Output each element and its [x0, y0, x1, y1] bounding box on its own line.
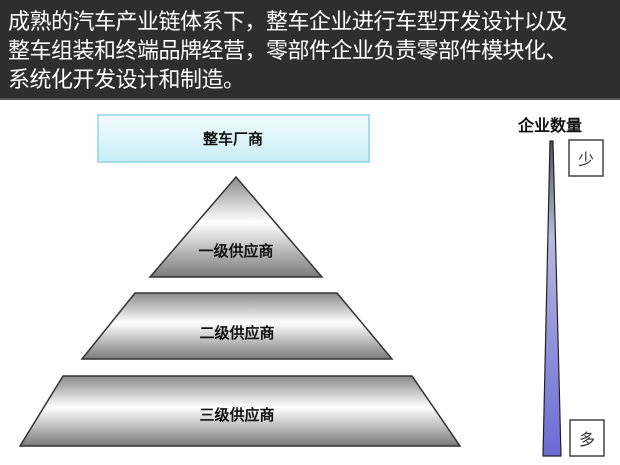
- few-label: 少: [578, 150, 594, 169]
- caption-line-2: 整车组装和终端品牌经营，零部件企业负责零部件模块化、: [8, 39, 568, 64]
- oem-label: 整车厂商: [203, 130, 263, 148]
- company-count-indicator: 企业数量 少 多: [517, 116, 605, 457]
- caption-line-1: 成熟的汽车产业链体系下，整车企业进行车型开发设计以及: [8, 10, 568, 35]
- many-label: 多: [579, 430, 595, 449]
- caption-banner: 成熟的汽车产业链体系下，整车企业进行车型开发设计以及 整车组装和终端品牌经营，零…: [0, 0, 620, 100]
- tier-3-label: 三级供应商: [199, 406, 274, 424]
- oem-box: 整车厂商: [97, 114, 370, 163]
- few-box: [568, 139, 604, 177]
- count-wedge-bar: [542, 140, 562, 457]
- tier-1-triangle: 一级供应商: [148, 175, 324, 278]
- tier-2-label: 二级供应商: [199, 324, 274, 342]
- tier-2-trapezoid: 二级供应商: [80, 292, 394, 360]
- tier-1-label: 一级供应商: [198, 242, 273, 260]
- caption-line-3: 系统化开发设计和制造。: [8, 68, 245, 93]
- count-axis-title: 企业数量: [517, 116, 582, 135]
- many-box: [569, 419, 605, 457]
- tier-3-trapezoid: 三级供应商: [18, 375, 462, 447]
